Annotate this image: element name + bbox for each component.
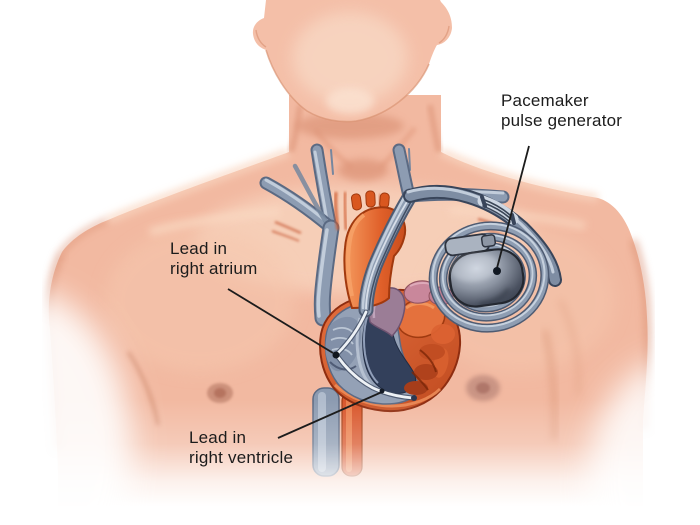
label-pacemaker-line1: Pacemaker <box>501 91 589 110</box>
leader-dot-ventricle <box>379 388 385 394</box>
label-atrium-line2: right atrium <box>170 259 258 278</box>
leader-line-ventricle <box>277 391 383 439</box>
neck-veins-left <box>259 143 340 327</box>
label-atrium-line1: Lead in <box>170 239 228 258</box>
leader-dot-pacemaker <box>493 267 501 275</box>
lead-in-heart <box>334 309 417 401</box>
head <box>252 0 452 123</box>
vein-with-lead-to-heart <box>358 188 418 318</box>
fade-overlays <box>0 290 700 525</box>
leader-line-atrium <box>227 288 334 354</box>
lead-tip-electrode <box>411 395 417 401</box>
trabeculae <box>404 344 449 395</box>
label-lead-right-ventricle: Lead in right ventricle <box>189 428 293 468</box>
label-pacemaker-line2: pulse generator <box>501 111 623 130</box>
label-lead-right-atrium: Lead in right atrium <box>170 239 257 279</box>
heart <box>319 280 462 413</box>
label-ventricle-line1: Lead in <box>189 428 247 447</box>
aortic-arch-branches <box>350 190 390 211</box>
leader-lines <box>227 145 530 439</box>
label-ventricle-line2: right ventricle <box>189 448 294 467</box>
pacemaker-device <box>444 233 525 308</box>
superior-vena-cava <box>313 219 340 327</box>
leader-dot-atrium <box>332 351 340 359</box>
nipples <box>207 375 500 403</box>
leader-line-pacemaker <box>496 145 530 269</box>
label-pacemaker-pulse-generator: Pacemaker pulse generator <box>501 91 622 131</box>
